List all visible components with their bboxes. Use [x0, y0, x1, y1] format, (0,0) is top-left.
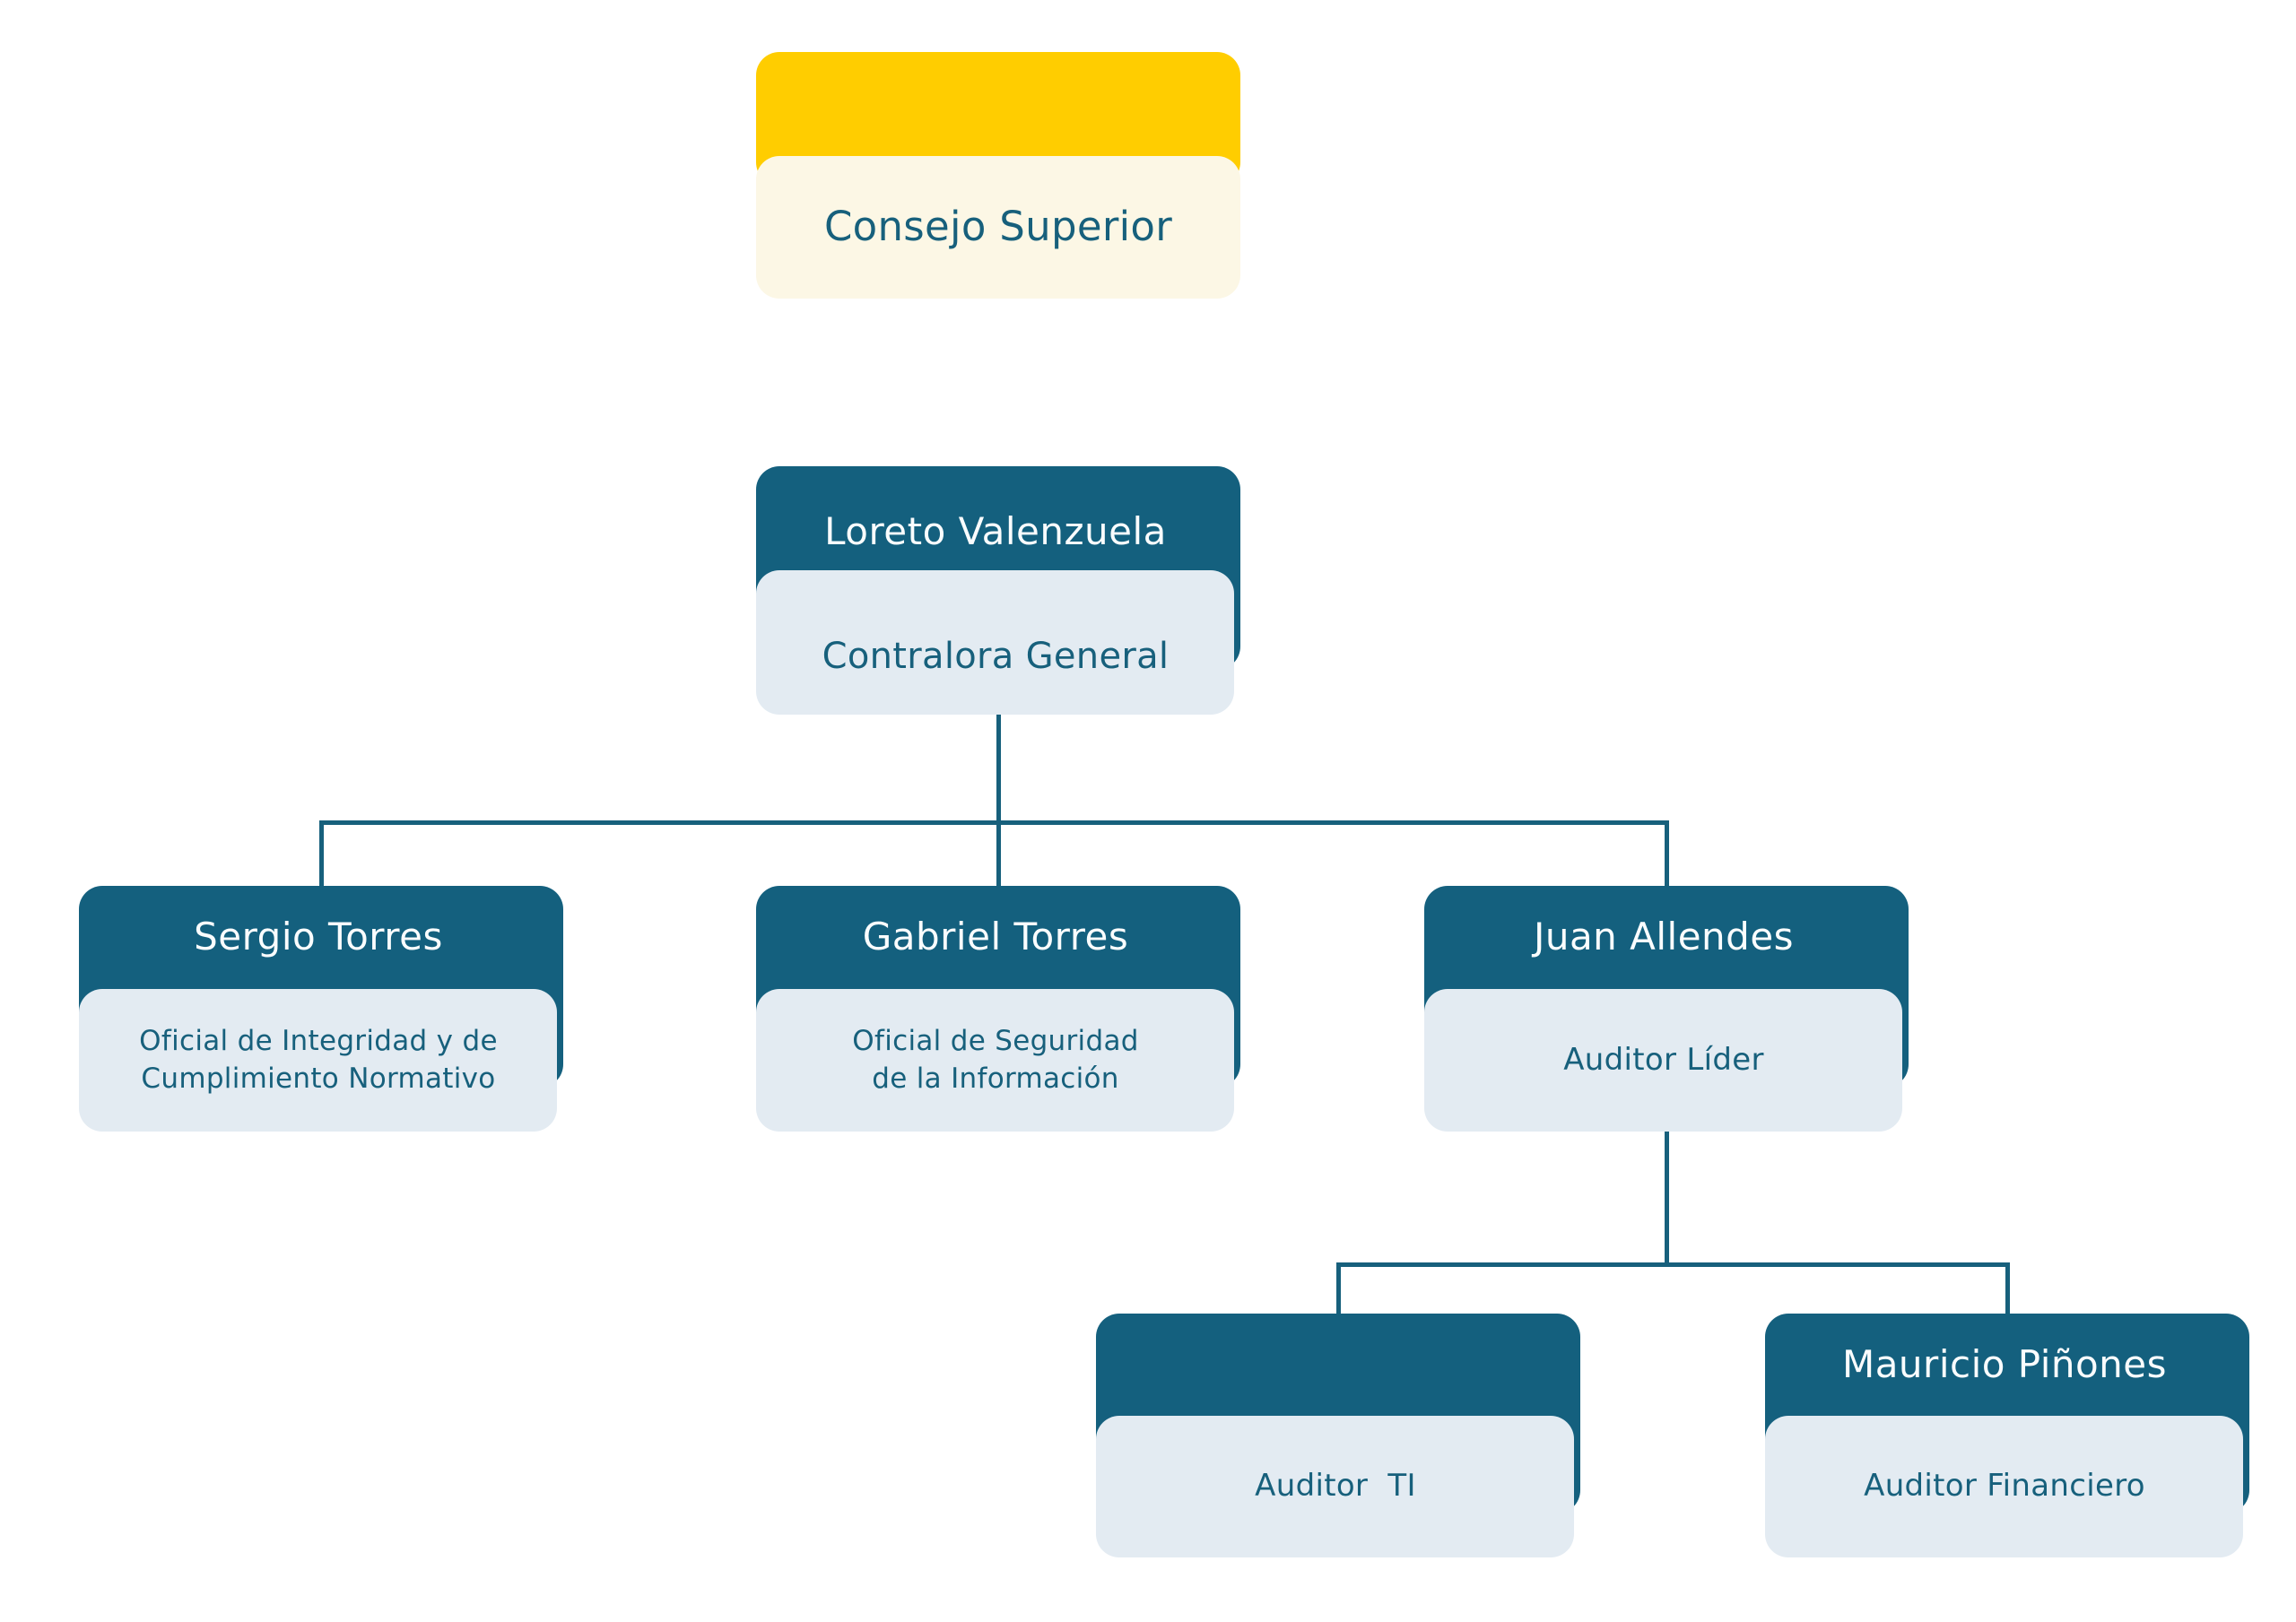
node-person-name — [1109, 1314, 1562, 1416]
connector-loreto-stem — [996, 715, 1001, 823]
org-node-gabriel-torres: Gabriel Torres Oficial de Seguridad de l… — [756, 886, 1240, 1132]
connector-drop-mauricio — [2005, 1262, 2010, 1314]
connector-drop-auditor-ti — [1336, 1262, 1341, 1314]
org-node-auditor-ti: Auditor TI — [1096, 1314, 1580, 1557]
node-person-name: Juan Allendes — [1533, 915, 1795, 959]
node-role-title: Oficial de Seguridad de la Información — [852, 1024, 1139, 1095]
org-node-loreto-valenzuela: Loreto Valenzuela Contralora General — [756, 466, 1240, 715]
node-role-title: Auditor Líder — [1563, 1041, 1764, 1078]
node-body-panel — [756, 989, 1234, 1132]
connector-row2-rail — [319, 820, 1669, 825]
connector-drop-sergio — [319, 820, 324, 888]
node-body-panel — [1424, 989, 1902, 1132]
node-body-panel — [1096, 1416, 1574, 1557]
node-role-title: Oficial de Integridad y de Cumplimiento … — [139, 1024, 498, 1095]
org-node-mauricio-pinones: Mauricio Piñones Auditor Financiero — [1765, 1314, 2249, 1557]
node-body-panel — [1765, 1416, 2243, 1557]
node-person-name: Sergio Torres — [194, 915, 443, 959]
connector-juan-stem — [1665, 1132, 1669, 1266]
org-node-sergio-torres: Sergio Torres Oficial de Integridad y de… — [79, 886, 563, 1132]
node-body-panel — [79, 989, 557, 1132]
node-body-panel — [756, 155, 1240, 299]
connector-row3-rail — [1336, 1262, 2010, 1267]
node-person-name: Loreto Valenzuela — [824, 509, 1167, 554]
node-role-title: Auditor Financiero — [1864, 1468, 2145, 1505]
node-body-panel — [756, 570, 1234, 715]
connector-drop-juan — [1665, 820, 1669, 888]
connector-drop-gabriel — [996, 820, 1001, 888]
node-person-name: Mauricio Piñones — [1841, 1341, 2168, 1386]
node-person-name: Gabriel Torres — [862, 915, 1129, 959]
node-title: Consejo Superior — [823, 202, 1173, 250]
node-role-title: Contralora General — [822, 635, 1170, 677]
node-role-title: Auditor TI — [1255, 1468, 1416, 1505]
org-node-consejo-superior: Consejo Superior — [756, 52, 1240, 299]
org-node-juan-allendes: Juan Allendes Auditor Líder — [1424, 886, 1909, 1132]
